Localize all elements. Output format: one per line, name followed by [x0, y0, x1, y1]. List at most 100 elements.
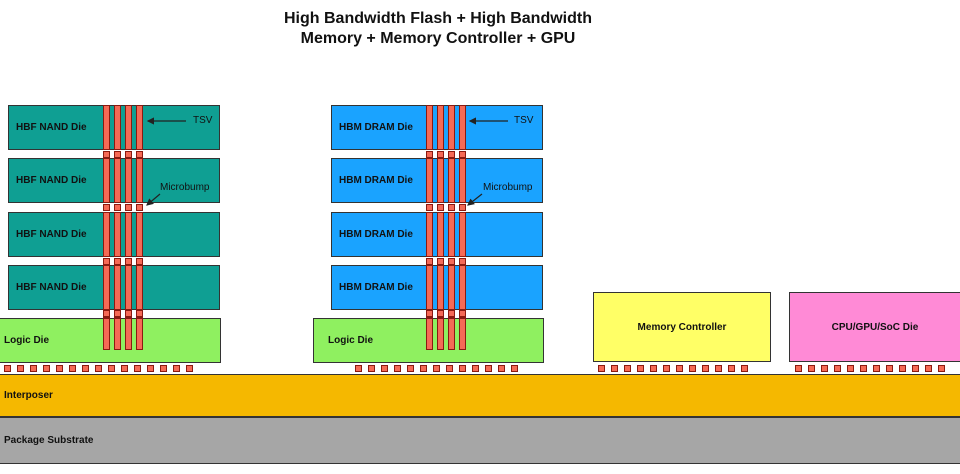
microbump	[114, 151, 121, 158]
microbump	[459, 151, 466, 158]
microbump	[437, 151, 444, 158]
tsv-pillar	[437, 318, 444, 350]
microbump	[459, 258, 466, 265]
microbump	[715, 365, 722, 372]
microbump	[448, 151, 455, 158]
tsv-pillar	[114, 212, 121, 257]
microbump	[795, 365, 802, 372]
tsv-pillar	[459, 318, 466, 350]
microbump	[637, 365, 644, 372]
tsv-pillar	[125, 318, 132, 350]
microbump	[82, 365, 89, 372]
microbump	[472, 365, 479, 372]
die-label: HBF NAND Die	[16, 122, 87, 133]
microbump	[448, 258, 455, 265]
tsv-pillar	[437, 265, 444, 310]
microbump	[611, 365, 618, 372]
tsv-pillar	[136, 318, 143, 350]
die-label: HBM DRAM Die	[339, 175, 413, 186]
die-label: HBF NAND Die	[16, 282, 87, 293]
microbump	[689, 365, 696, 372]
microbump	[446, 365, 453, 372]
microbump	[437, 258, 444, 265]
microbump	[69, 365, 76, 372]
microbump	[368, 365, 375, 372]
microbump	[108, 365, 115, 372]
cpu-gpu-soc-die: CPU/GPU/SoC Die	[789, 292, 960, 362]
microbump	[847, 365, 854, 372]
microbump	[173, 365, 180, 372]
microbump	[886, 365, 893, 372]
microbump	[103, 258, 110, 265]
microbump	[114, 310, 121, 317]
microbump	[147, 365, 154, 372]
tsv-pillar	[448, 265, 455, 310]
tsv-pillar	[136, 158, 143, 203]
microbump	[485, 365, 492, 372]
microbump	[437, 310, 444, 317]
microbump	[186, 365, 193, 372]
tsv-pillar	[426, 318, 433, 350]
tsv-pillar	[125, 265, 132, 310]
tsv-pillar	[437, 212, 444, 257]
microbump	[498, 365, 505, 372]
title-line-1: High Bandwidth Flash + High Bandwidth	[284, 10, 592, 27]
tsv-pillar	[448, 105, 455, 150]
hbm-tsv-label: TSV	[514, 115, 534, 126]
microbump	[433, 365, 440, 372]
microbump	[459, 204, 466, 211]
memory-controller-die: Memory Controller	[593, 292, 771, 362]
die-label: HBM DRAM Die	[339, 282, 413, 293]
microbump	[938, 365, 945, 372]
microbump	[125, 258, 132, 265]
die-label: Memory Controller	[637, 321, 727, 333]
package-substrate-layer: Package Substrate	[0, 417, 960, 464]
microbump	[4, 365, 11, 372]
microbump	[426, 151, 433, 158]
microbump	[136, 310, 143, 317]
microbump	[459, 365, 466, 372]
tsv-pillar	[459, 105, 466, 150]
microbump	[511, 365, 518, 372]
die-label: HBM DRAM Die	[339, 122, 413, 133]
microbump	[741, 365, 748, 372]
tsv-pillar	[426, 265, 433, 310]
microbump	[834, 365, 841, 372]
microbump	[912, 365, 919, 372]
microbump	[136, 204, 143, 211]
microbump	[598, 365, 605, 372]
microbump	[125, 204, 132, 211]
microbump	[17, 365, 24, 372]
tsv-pillar	[125, 105, 132, 150]
tsv-pillar	[437, 105, 444, 150]
tsv-pillar	[448, 212, 455, 257]
hbf-microbump-arrow	[146, 193, 161, 206]
die-label: Logic Die	[328, 335, 374, 346]
microbump	[925, 365, 932, 372]
title-line-2: Memory + Memory Controller + GPU	[300, 30, 576, 47]
tsv-pillar	[114, 265, 121, 310]
tsv-pillar	[437, 158, 444, 203]
microbump	[426, 310, 433, 317]
hbm-microbump-arrow	[467, 193, 483, 206]
microbump	[103, 204, 110, 211]
microbump	[728, 365, 735, 372]
microbump	[136, 258, 143, 265]
microbump	[136, 151, 143, 158]
hbf-tsv-label: TSV	[193, 115, 213, 126]
tsv-pillar	[426, 212, 433, 257]
microbump	[407, 365, 414, 372]
microbump	[899, 365, 906, 372]
tsv-pillar	[103, 105, 110, 150]
microbump	[702, 365, 709, 372]
tsv-pillar	[136, 105, 143, 150]
tsv-pillar	[114, 318, 121, 350]
microbump	[125, 151, 132, 158]
diagram-title: High Bandwidth Flash + High Bandwidth Me…	[0, 9, 876, 49]
die-label: CPU/GPU/SoC Die	[831, 321, 919, 333]
hbf-logic-die: Logic Die	[0, 318, 221, 363]
microbump	[160, 365, 167, 372]
tsv-pillar	[426, 158, 433, 203]
hbm-microbump-label: Microbump	[483, 182, 533, 193]
microbump	[650, 365, 657, 372]
